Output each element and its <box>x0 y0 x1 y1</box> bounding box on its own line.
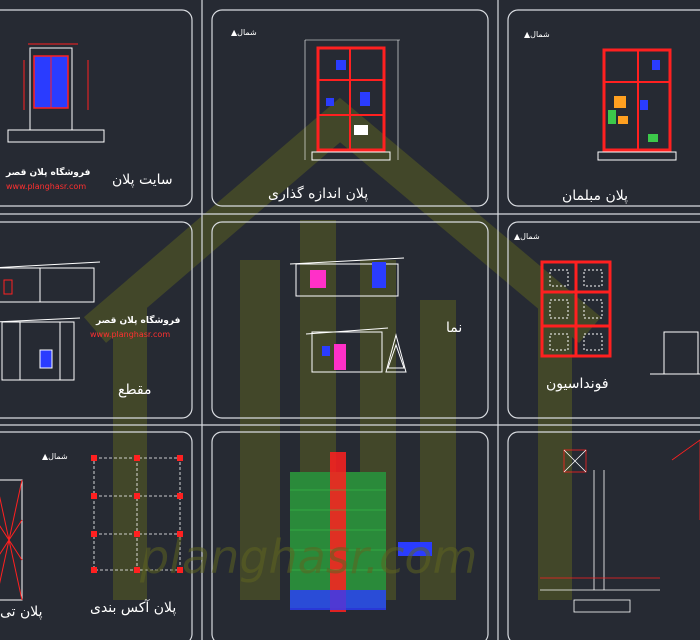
panel-title-section: مقطع <box>118 382 152 398</box>
panel-title-facade: نما <box>446 320 463 336</box>
north-arrow-icon: شمال▲ <box>514 232 540 241</box>
north-arrow-icon: شمال▲ <box>524 30 550 39</box>
watermark-house-logo <box>83 97 601 600</box>
north-label: شمال <box>48 452 68 461</box>
north-arrow-icon: شمال▲ <box>231 28 257 37</box>
dimension-plan-drawing <box>304 39 400 161</box>
facade-drawing <box>289 257 407 373</box>
watermark-shop-name: فروشگاه پلان قصر <box>6 168 91 178</box>
wall-detail-drawing <box>290 452 432 612</box>
panel-title-furniture: پلان مبلمان <box>562 188 628 204</box>
watermark-url: www.planghasr.com <box>90 330 171 339</box>
panel-title-roof: پلان تی <box>0 604 43 620</box>
north-label: شمال <box>520 232 540 241</box>
panel-title-site: سایت پلان <box>112 172 173 188</box>
panel-title-dimension: پلان اندازه گذاری <box>268 186 369 202</box>
footing-detail-drawing <box>540 439 700 613</box>
watermark-url: www.planghasr.com <box>6 182 87 191</box>
section-drawing <box>0 261 101 381</box>
foundation-drawing <box>540 260 700 375</box>
north-label: شمال <box>530 30 550 39</box>
site-plan-drawing <box>7 43 105 143</box>
roof-plan-drawing <box>0 479 23 601</box>
north-label: شمال <box>237 28 257 37</box>
watermark-big-text: planghasr.com <box>140 530 478 584</box>
axis-plan-nodes <box>91 455 183 573</box>
north-arrow-icon: شمال▲ <box>42 452 68 461</box>
panel-title-rebar: پلان آکس بندی <box>90 600 177 616</box>
watermark-shop-name: فروشگاه پلان قصر <box>96 316 181 326</box>
furniture-plan-drawing <box>597 48 677 161</box>
panel-title-foundation: فونداسیون <box>546 376 609 392</box>
